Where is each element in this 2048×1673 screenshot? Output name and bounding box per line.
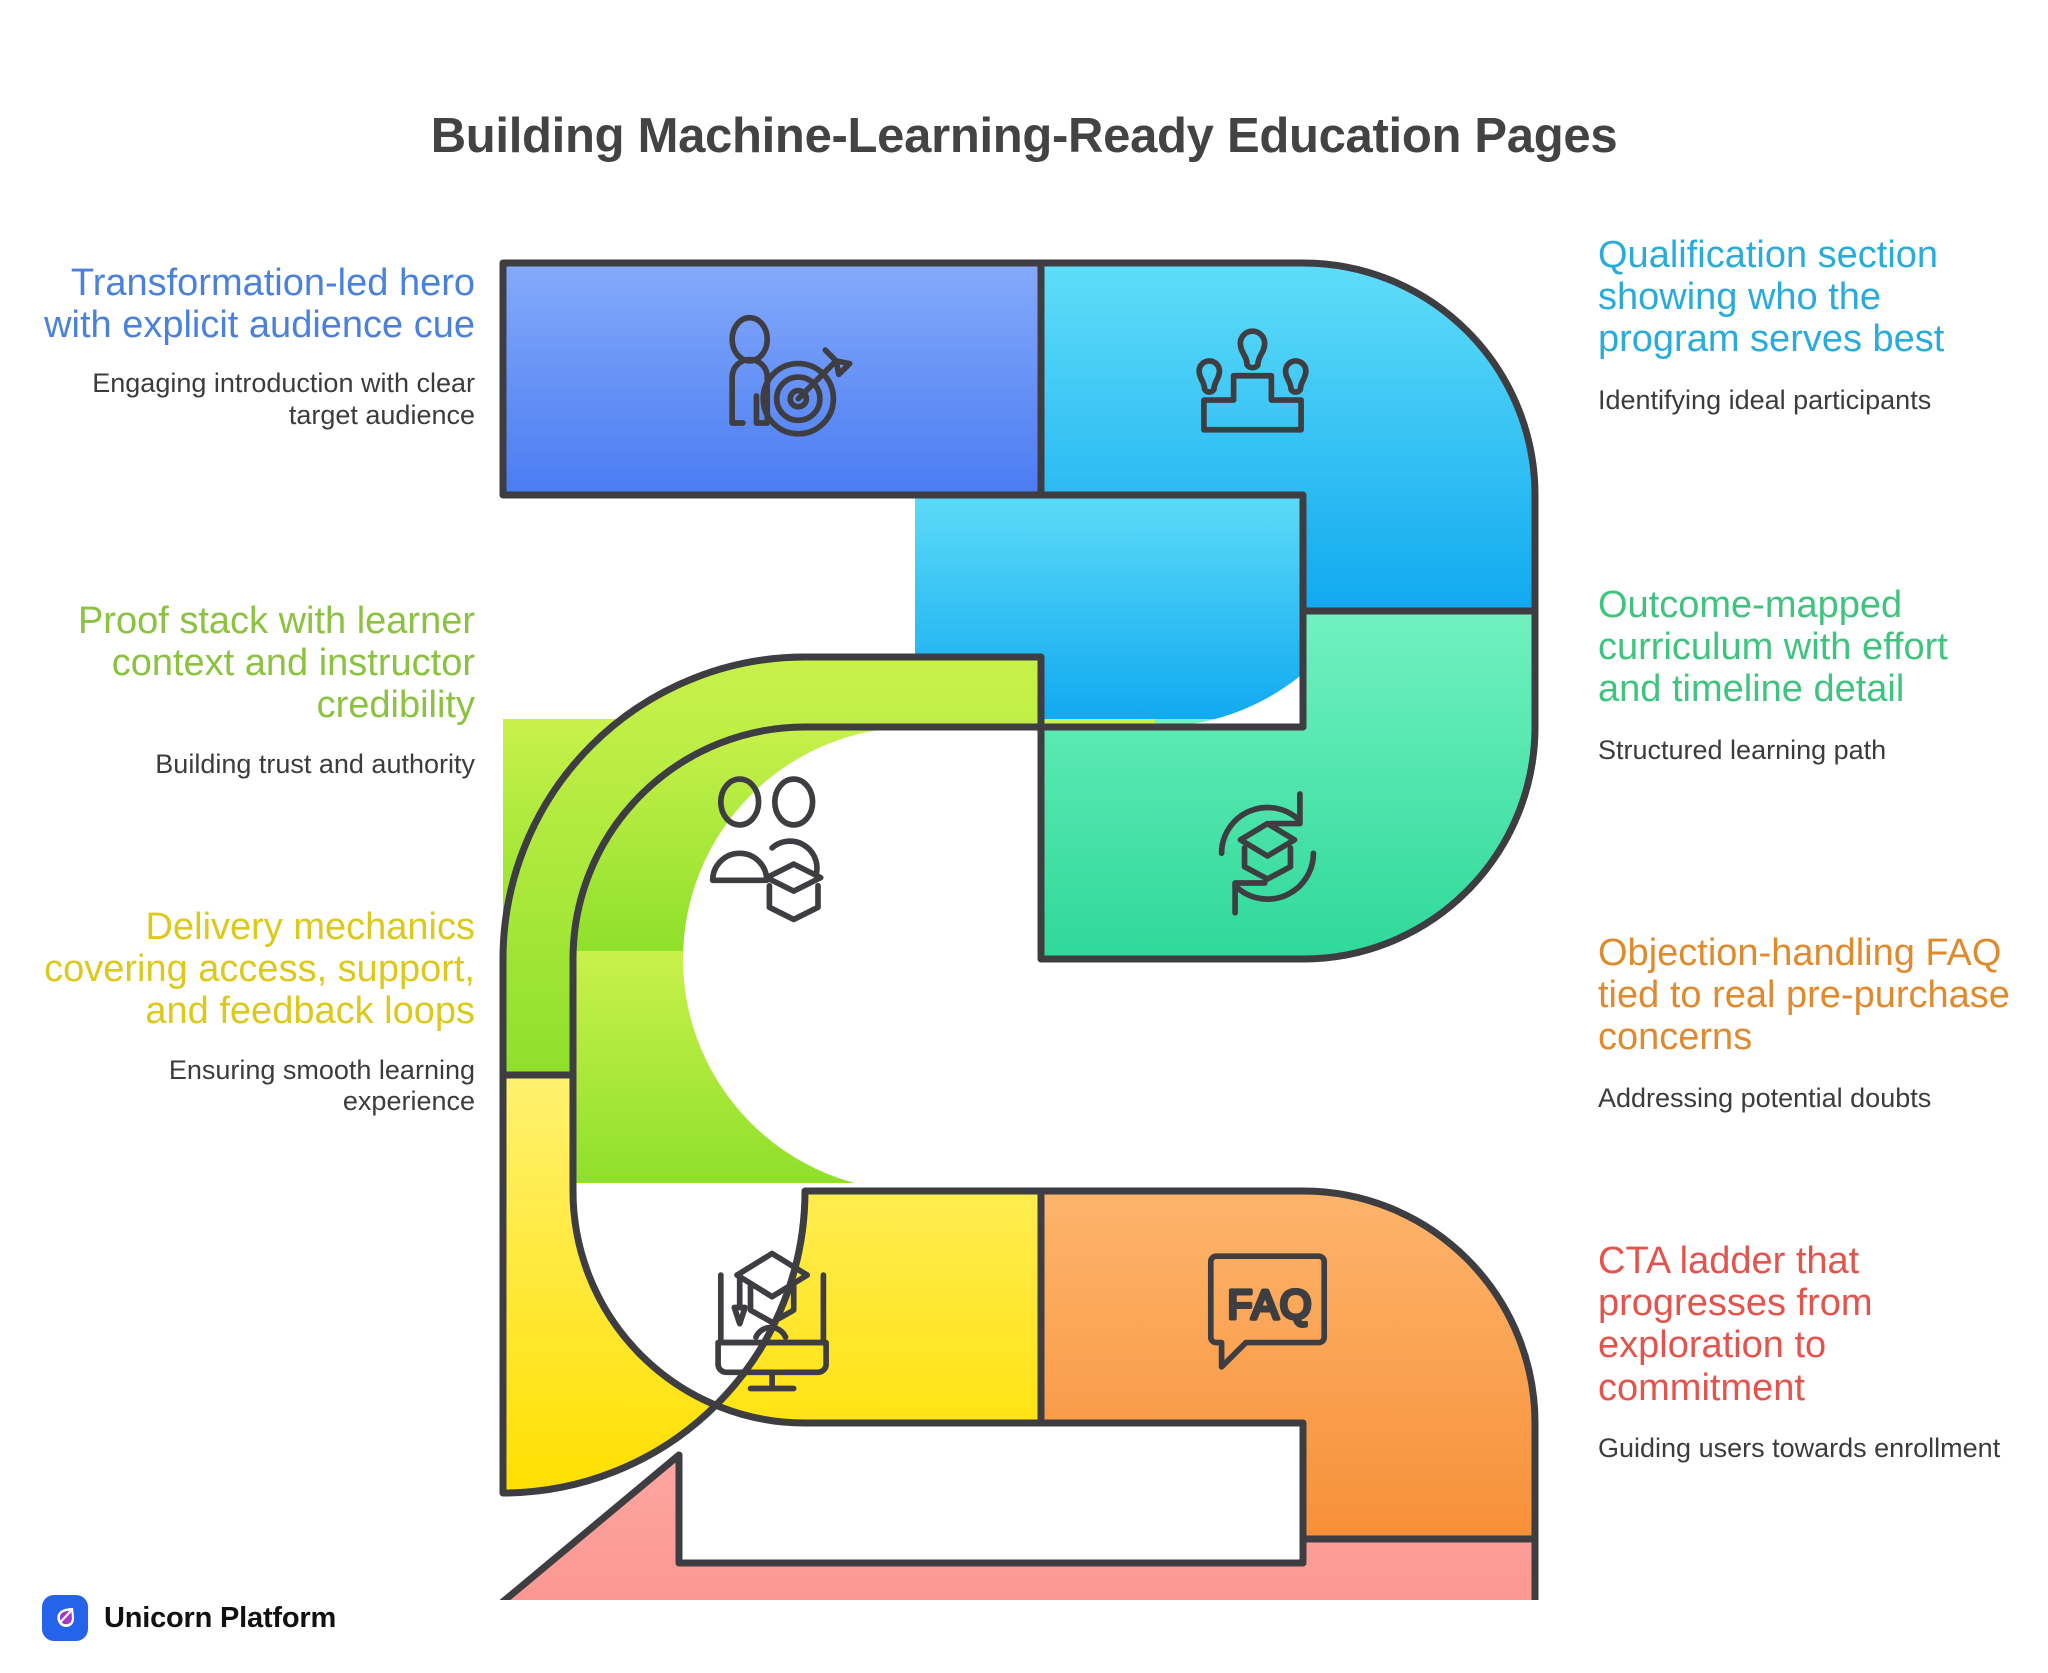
step-4-heading: Outcome-mapped curriculum with effort an…	[1598, 584, 1948, 711]
footer-brand: Unicorn Platform	[42, 1595, 336, 1641]
step-1-subtext: Engaging introduction with clear target …	[92, 368, 475, 430]
step-5-text-block: Delivery mechanics covering access, supp…	[30, 906, 475, 1118]
step-4-segment	[1037, 607, 1539, 963]
two-people-graduation-icon	[709, 776, 824, 923]
person-target-icon	[729, 314, 853, 437]
step-3-heading: Proof stack with learner context and ins…	[77, 600, 475, 727]
step-2-heading: Qualification section showing who the pr…	[1598, 234, 1945, 361]
footer-brand-label: Unicorn Platform	[104, 1601, 337, 1634]
step-2-subtext: Identifying ideal participants	[1598, 384, 1932, 415]
step-4-band-lower	[1155, 951, 1387, 1183]
step-3-subtext: Building trust and authority	[155, 748, 475, 779]
step-6-text-block: Objection-handling FAQ tied to real pre-…	[1598, 932, 2018, 1114]
step-6-heading: Objection-handling FAQ tied to real pre-…	[1598, 932, 2010, 1059]
step-4-text-block: Outcome-mapped curriculum with effort an…	[1598, 584, 2018, 766]
step-5-heading: Delivery mechanics covering access, supp…	[44, 906, 475, 1033]
monitor-graduation-icon	[715, 1250, 829, 1392]
step-2-segment	[1037, 259, 1539, 615]
step-2-text-block: Qualification section showing who the pr…	[1598, 234, 2018, 416]
step-6-segment	[1037, 1187, 1539, 1543]
faq-speech-bubble-icon: FAQ	[1207, 1253, 1328, 1370]
podium-people-icon	[1196, 328, 1309, 433]
step-1-heading: Transformation-led hero with explicit au…	[44, 262, 475, 347]
step-7-text-block: CTA ladder that progresses from explorat…	[1598, 1240, 2018, 1464]
step-5-subtext: Ensuring smooth learning experience	[168, 1054, 475, 1117]
serpentine-process-diagram: FAQ	[411, 255, 1570, 1673]
step-4-subtext: Structured learning path	[1598, 734, 1887, 765]
faq-icon-label: FAQ	[1228, 1281, 1313, 1327]
step-1-text-block: Transformation-led hero with explicit au…	[30, 262, 475, 432]
unicorn-platform-logo-icon	[42, 1595, 88, 1641]
step-5-segment	[499, 1071, 1045, 1497]
refresh-graduation-icon	[1218, 791, 1317, 916]
step-7-subtext: Guiding users towards enrollment	[1598, 1432, 2001, 1463]
step-3-band-lower	[503, 951, 1175, 1183]
page-title: Building Machine-Learning-Ready Educatio…	[430, 109, 1618, 163]
step-3-segment	[499, 653, 1045, 1079]
step-3-text-block: Proof stack with learner context and ins…	[30, 600, 475, 780]
step-6-subtext: Addressing potential doubts	[1598, 1082, 1932, 1113]
step-7-heading: CTA ladder that progresses from explorat…	[1598, 1240, 1873, 1409]
